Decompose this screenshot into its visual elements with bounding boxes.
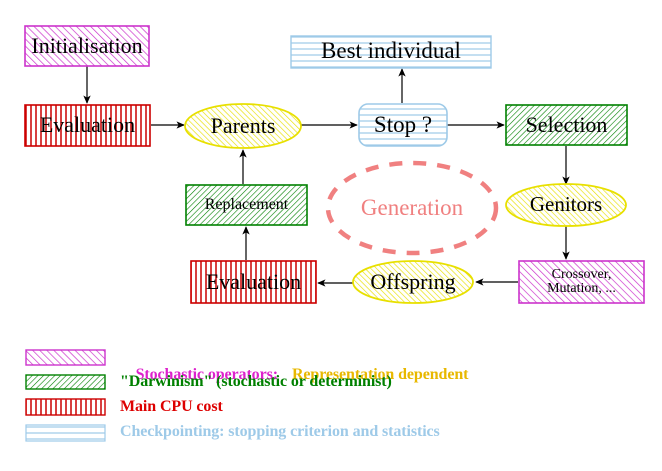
legend-swatch-darwinism	[25, 374, 106, 390]
node-best-individual[interactable]	[290, 35, 492, 69]
legend-label-checkpointing: Checkpointing: stopping criterion and st…	[120, 423, 440, 440]
node-initialisation[interactable]	[24, 25, 150, 67]
legend-label-darwinism: "Darwinism" (stochastic or determinist)	[120, 373, 392, 390]
legend-label-cpu-cost: Main CPU cost	[120, 398, 223, 415]
node-replacement[interactable]	[185, 184, 308, 226]
legend-swatch-checkpointing	[25, 424, 106, 442]
legend-swatch-cpu-cost	[25, 398, 106, 416]
edge-layer	[83, 66, 570, 287]
node-evaluation-bottom[interactable]	[190, 260, 317, 304]
node-genitors[interactable]	[505, 183, 627, 227]
legend-stochastic-text2: Representation dependent	[291, 366, 469, 383]
legend-label-stochastic: Stochastic operators: Representation depe…	[120, 348, 469, 402]
node-selection[interactable]	[505, 104, 628, 146]
legend-stochastic-text: Stochastic operators:	[135, 366, 278, 383]
node-evaluation-top[interactable]	[24, 104, 151, 147]
node-generation	[325, 160, 499, 256]
node-crossover-mutation[interactable]	[518, 260, 645, 304]
node-offspring[interactable]	[352, 260, 474, 304]
legend-swatch-stochastic	[25, 349, 106, 366]
node-parents[interactable]	[184, 103, 302, 149]
node-stop[interactable]	[358, 103, 448, 147]
